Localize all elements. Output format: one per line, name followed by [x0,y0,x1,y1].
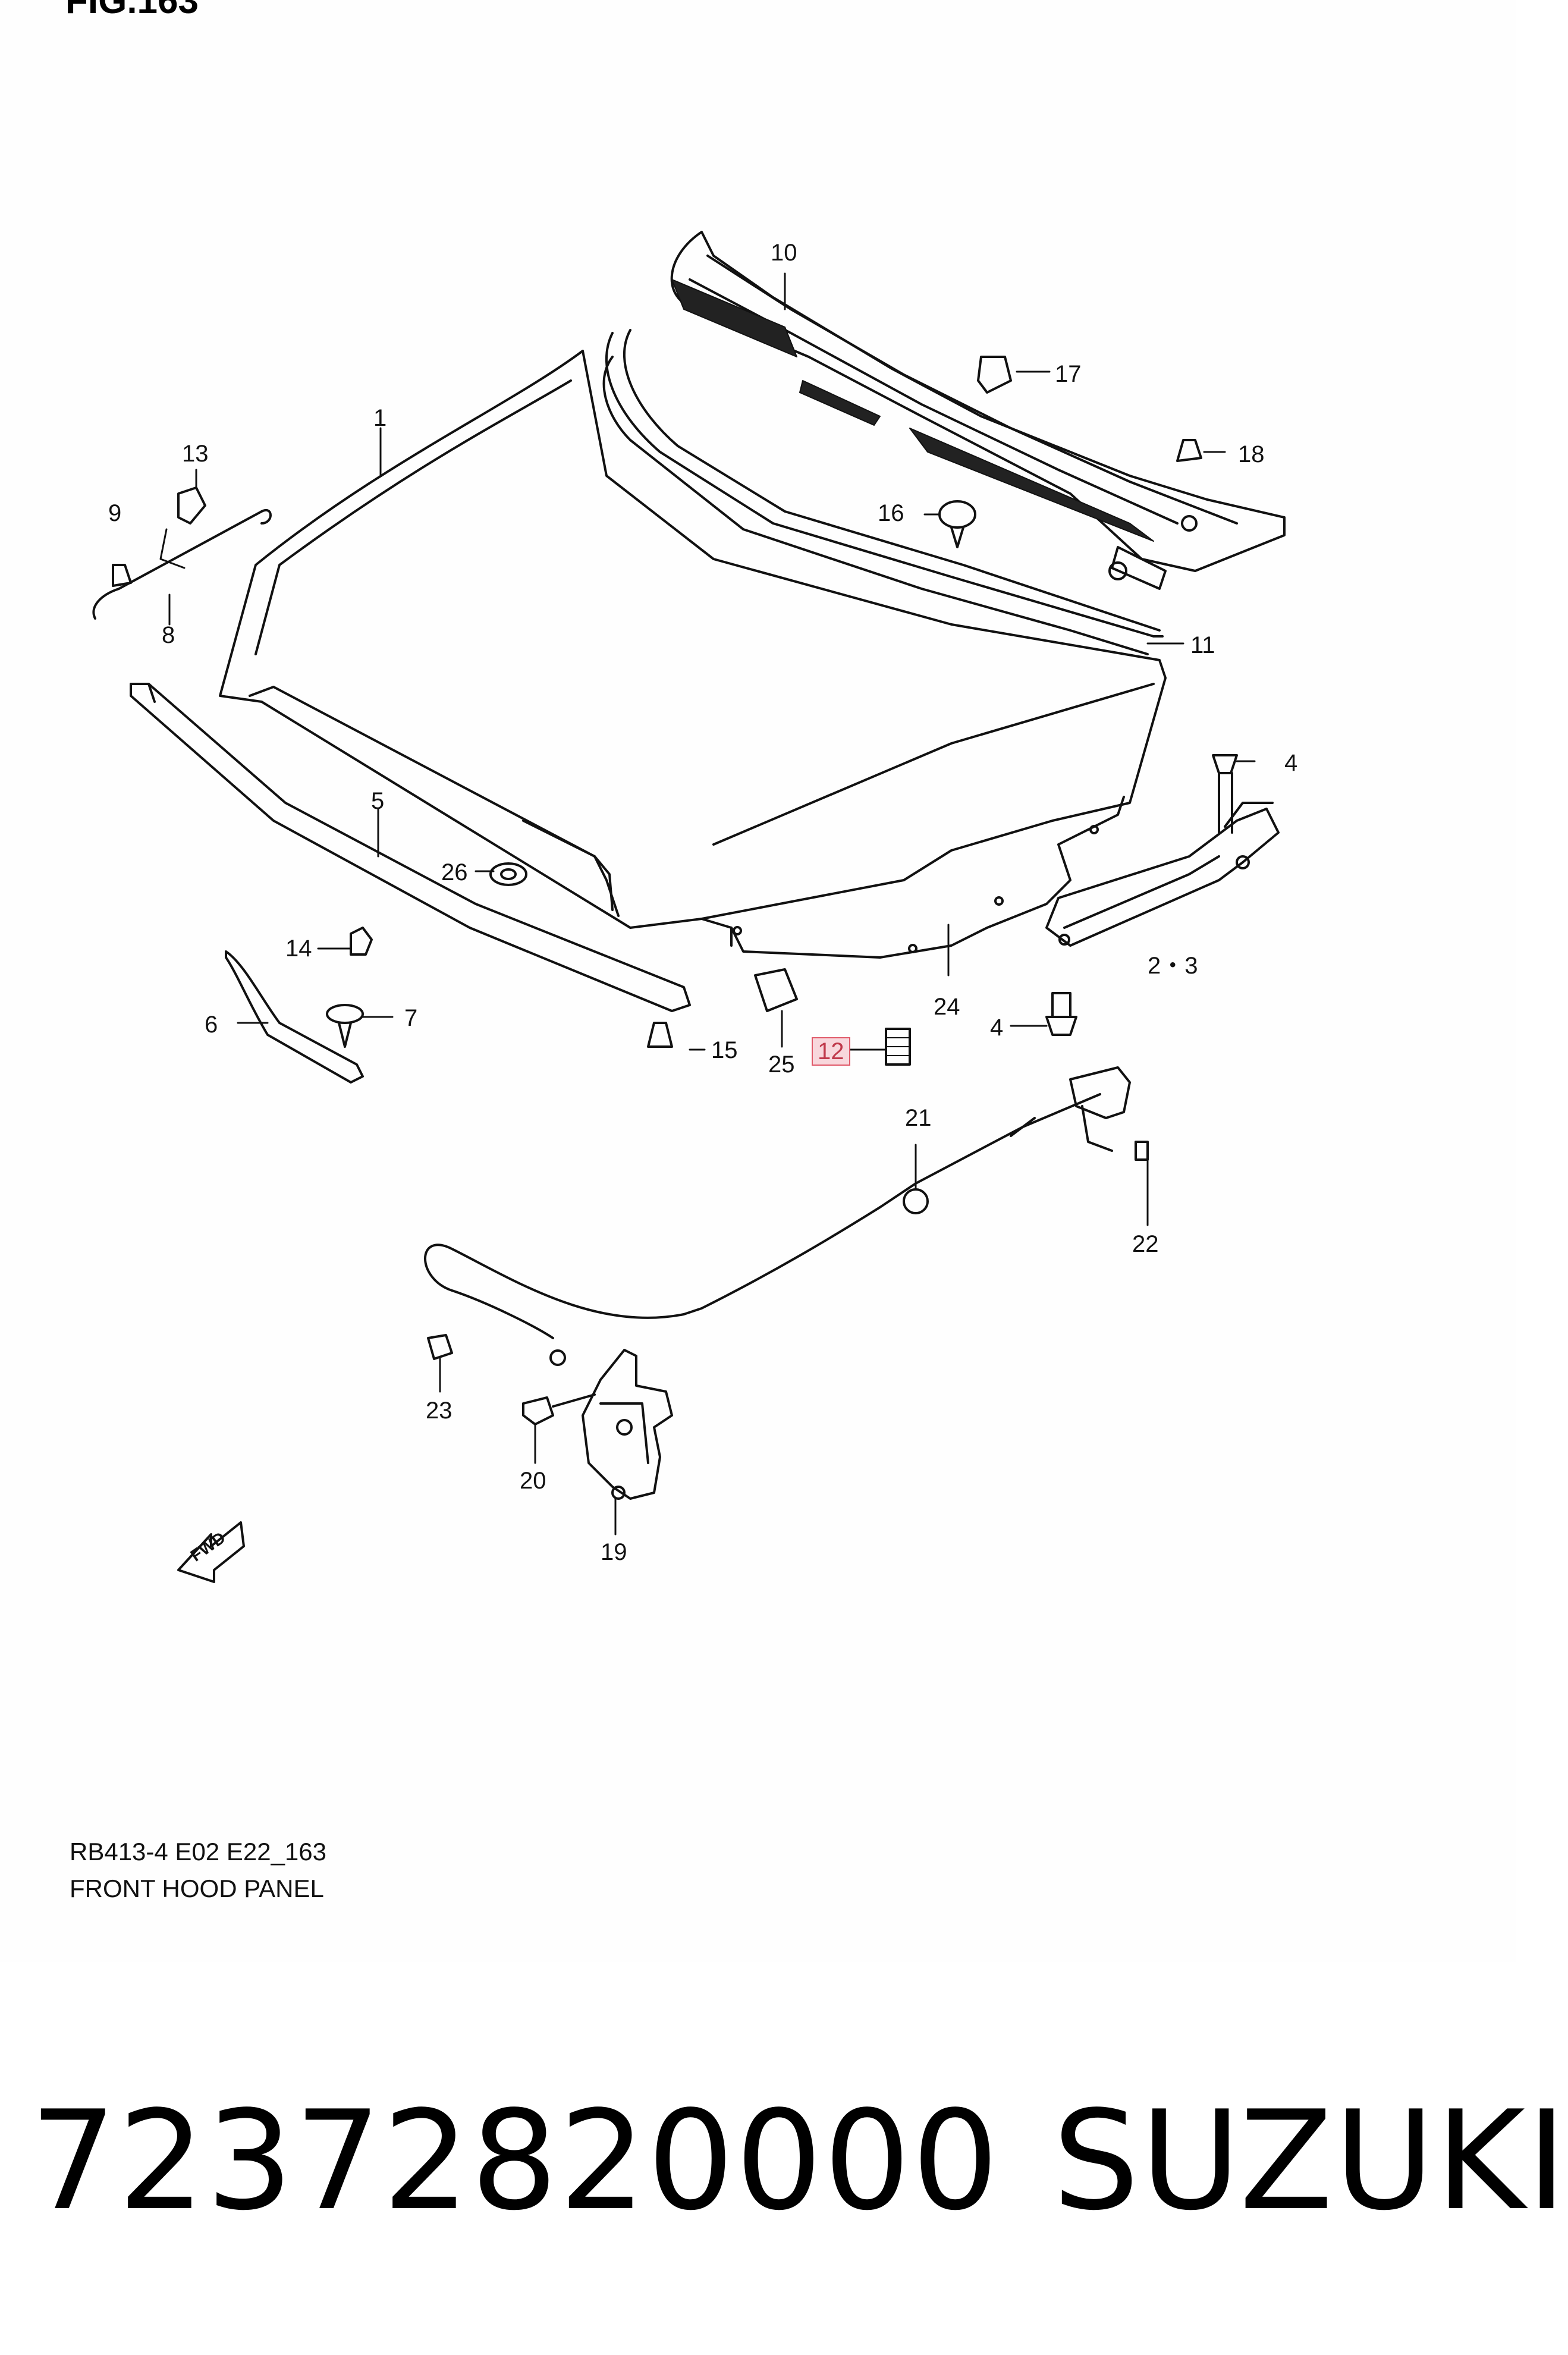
callout-18[interactable]: 18 [1238,441,1265,467]
weatherstrip [605,329,1164,638]
callout-8[interactable]: 8 [162,622,175,648]
hood-hinge [1045,754,1280,1036]
figure-name: FRONT HOOD PANEL [70,1874,324,1902]
callout-1[interactable]: 1 [373,405,387,431]
callout-15[interactable]: 15 [711,1037,738,1063]
callout-11[interactable]: 11 [1190,632,1215,658]
callout-20[interactable]: 20 [520,1468,546,1494]
callout-6[interactable]: 6 [205,1012,218,1038]
callout-10[interactable]: 10 [771,240,797,266]
cowl-top-panel [670,231,1286,590]
callout-26[interactable]: 26 [441,859,468,886]
footer-part-number: 72372820000 [30,2082,1000,2241]
footer-brand: SUZUKI [1052,2082,1568,2241]
callout-23[interactable]: 23 [426,1398,453,1424]
leader-lines [159,272,1256,1536]
callout-19[interactable]: 19 [601,1539,627,1565]
hood-panel [219,350,1167,959]
callout-14[interactable]: 14 [285,935,312,962]
parts-diagram: FIG.163 [65,0,1298,1902]
fwd-arrow-icon [177,1521,245,1583]
callout-12-highlighted[interactable]: 12 [812,1037,850,1066]
figure-title: FIG.163 [65,0,199,21]
callout-9[interactable]: 9 [108,500,122,526]
callout-4-lower[interactable]: 4 [990,1015,1004,1041]
small-fasteners [326,356,1202,1066]
callout-17[interactable]: 17 [1055,361,1082,387]
hood-release-cable [424,1066,1149,1366]
diagram-drawing [92,231,1286,1583]
callout-5[interactable]: 5 [371,788,385,814]
callout-22[interactable]: 22 [1132,1231,1159,1257]
callout-21[interactable]: 21 [905,1105,932,1131]
callout-16[interactable]: 16 [878,500,904,526]
callout-24[interactable]: 24 [934,994,960,1020]
hood-latch [427,1334,673,1500]
hood-stay-rod [92,486,272,620]
hood-side-seal [130,683,691,1012]
figure-code: RB413-4 E02 E22_163 [70,1838,326,1866]
callout-4-upper[interactable]: 4 [1284,750,1298,776]
callout-2-3[interactable]: 2・3 [1148,953,1198,979]
seal-strip [225,950,364,1084]
callout-7[interactable]: 7 [404,1005,418,1031]
callout-13[interactable]: 13 [182,441,209,467]
callout-25[interactable]: 25 [768,1051,795,1078]
